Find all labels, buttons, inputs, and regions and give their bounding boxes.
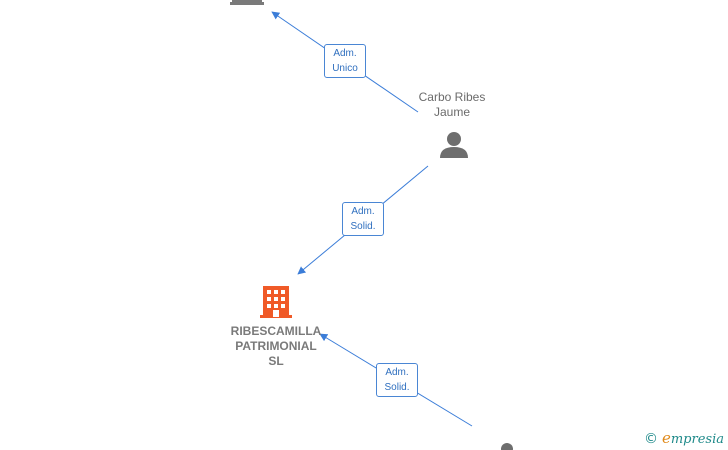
company-name-line2: PATRIMONIAL <box>235 339 317 353</box>
edge-label-adm-unico[interactable]: Adm. Unico <box>324 44 366 78</box>
edge-label-line1: Adm. <box>333 48 357 59</box>
company-name-line1: RIBESCAMILLA <box>230 324 322 338</box>
building-icon-partial[interactable] <box>230 0 264 5</box>
empresia-watermark: ©empresia <box>644 429 724 447</box>
person-icon-partial[interactable] <box>501 443 513 450</box>
person-name-line2: Jaume <box>433 105 471 119</box>
building-icon[interactable] <box>260 286 292 318</box>
edge-label-line1: Adm. <box>385 367 409 378</box>
edge-label-line2: Solid. <box>384 382 410 393</box>
edge-label-line2: Solid. <box>350 221 376 232</box>
edge-label-line2: Unico <box>332 63 358 74</box>
copyright-symbol: © <box>643 431 658 447</box>
person-name-line1: Carbo Ribes <box>418 90 486 104</box>
edge-label-adm-solid-top[interactable]: Adm. Solid. <box>342 202 384 236</box>
person-icon[interactable] <box>440 132 468 158</box>
company-name-line3: SL <box>268 354 284 368</box>
person-name-label[interactable]: Carbo Ribes Jaume <box>404 90 500 120</box>
company-name-label[interactable]: RIBESCAMILLA PATRIMONIAL SL <box>220 324 332 369</box>
brand-initial: e <box>661 429 671 447</box>
edge-label-line1: Adm. <box>351 206 375 217</box>
brand-rest: mpresia <box>670 432 724 447</box>
edge-label-adm-solid-bottom[interactable]: Adm. Solid. <box>376 363 418 397</box>
